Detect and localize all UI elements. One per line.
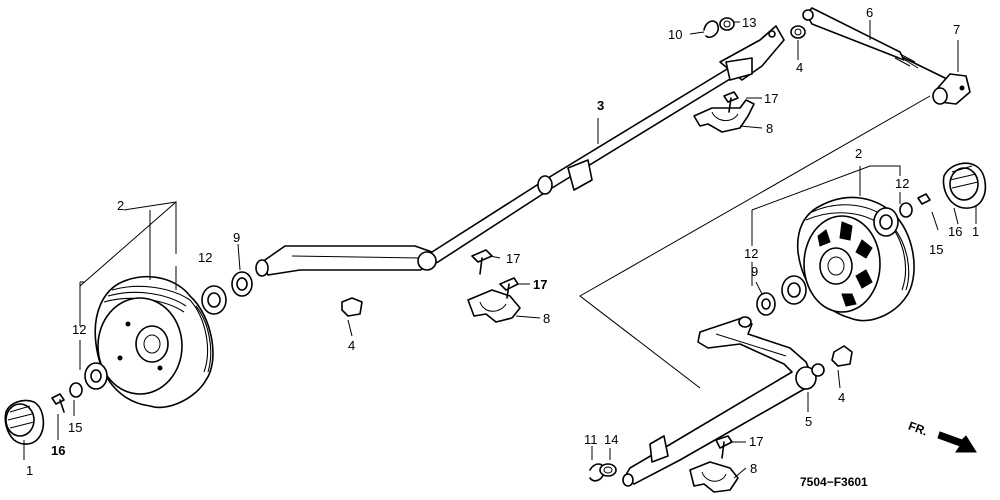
callout-12-right-a: 12 — [895, 176, 909, 191]
callout-2-right: 2 — [855, 146, 862, 161]
left-wheel — [94, 275, 214, 409]
front-indicator-label: FR. — [906, 419, 929, 439]
callout-12-right-b: 12 — [744, 246, 758, 261]
callout-1-right: 1 — [972, 224, 979, 239]
callout-7: 7 — [953, 22, 960, 37]
callout-17-mid-b: 17 — [533, 277, 547, 292]
callout-13: 13 — [742, 15, 756, 30]
right-hub-cap — [942, 162, 987, 209]
callout-12-left-a: 12 — [198, 250, 212, 265]
callout-12-left-b: 12 — [72, 322, 86, 337]
holder-bottom — [689, 435, 739, 493]
rod-knob — [932, 73, 971, 105]
front-arrow-icon — [937, 431, 977, 453]
rear-axle-shaft — [255, 25, 785, 277]
left-hub-cap — [4, 399, 45, 445]
callout-15-left: 15 — [68, 420, 82, 435]
left-hardware — [51, 271, 253, 413]
holder-mid — [467, 249, 521, 323]
callout-4-mid: 4 — [348, 338, 355, 353]
callout-8-bottom: 8 — [750, 461, 757, 476]
callout-16-right: 16 — [948, 224, 962, 239]
cap-mid — [341, 297, 363, 317]
callout-9-left: 9 — [233, 230, 240, 245]
callout-17-mid-a: 17 — [506, 251, 520, 266]
callout-6: 6 — [866, 5, 873, 20]
callout-labels: 1 1 2 2 3 4 4 4 5 6 7 8 8 8 9 9 10 11 12… — [26, 5, 979, 478]
callout-15-right: 15 — [929, 242, 943, 257]
right-hardware — [756, 193, 931, 316]
adjuster-rod — [802, 7, 946, 79]
holder-top — [693, 91, 755, 133]
callout-8-mid: 8 — [543, 311, 550, 326]
callout-14: 14 — [604, 432, 618, 447]
clip-and-washer-top — [703, 17, 735, 39]
callout-1-left: 1 — [26, 463, 33, 478]
clip-and-washer-bottom — [589, 463, 617, 482]
lower-arm — [622, 316, 853, 487]
collar-top — [790, 25, 806, 39]
callout-17-bottom: 17 — [749, 434, 763, 449]
callout-11: 11 — [584, 432, 598, 447]
callout-8-top: 8 — [766, 121, 773, 136]
leader-lines — [23, 20, 977, 479]
callout-9-right: 9 — [751, 264, 758, 279]
callout-4-top: 4 — [796, 60, 803, 75]
diagram-code: 7504−F3601 — [800, 475, 868, 489]
callout-16-left: 16 — [51, 443, 65, 458]
callout-2-left: 2 — [117, 198, 124, 213]
callout-3: 3 — [597, 98, 604, 113]
callout-4-right: 4 — [838, 390, 845, 405]
callout-17-top: 17 — [764, 91, 778, 106]
callout-5: 5 — [805, 414, 812, 429]
callout-10: 10 — [668, 27, 682, 42]
